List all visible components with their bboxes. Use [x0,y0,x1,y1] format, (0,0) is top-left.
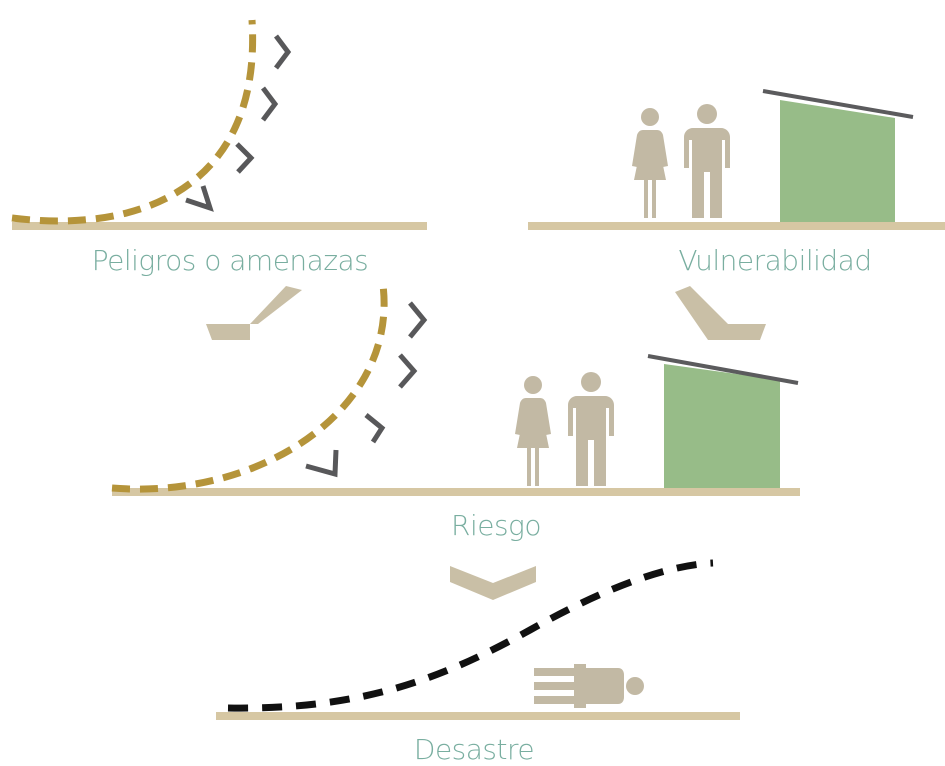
house-icon [762,89,914,222]
wave-chevrons [185,34,292,212]
disaster-panel [216,559,740,720]
person-woman-icon [632,108,668,218]
lying-person-icon [534,664,644,708]
wave-chevrons [305,301,428,478]
merge-arrow-icon [206,286,302,340]
person-man-icon [684,104,730,218]
vulnerability-label: Vulnerabilidad [678,244,872,277]
vulnerability-panel [528,89,945,230]
hazards-label: Peligros o amenazas [91,244,369,277]
risk-label: Riesgo [451,509,541,542]
house-icon [647,354,799,488]
person-woman-icon [515,376,551,486]
disaster-label: Desastre [413,733,535,766]
merge-arrow-icon [675,286,766,340]
hazards-panel [11,19,427,230]
tsunami-wave-icon [11,19,257,225]
person-man-icon [568,372,614,486]
down-chevron-icon [450,566,536,600]
disaster-curve [227,559,714,712]
risk-panel [111,284,800,496]
tsunami-wave-icon [111,284,388,493]
